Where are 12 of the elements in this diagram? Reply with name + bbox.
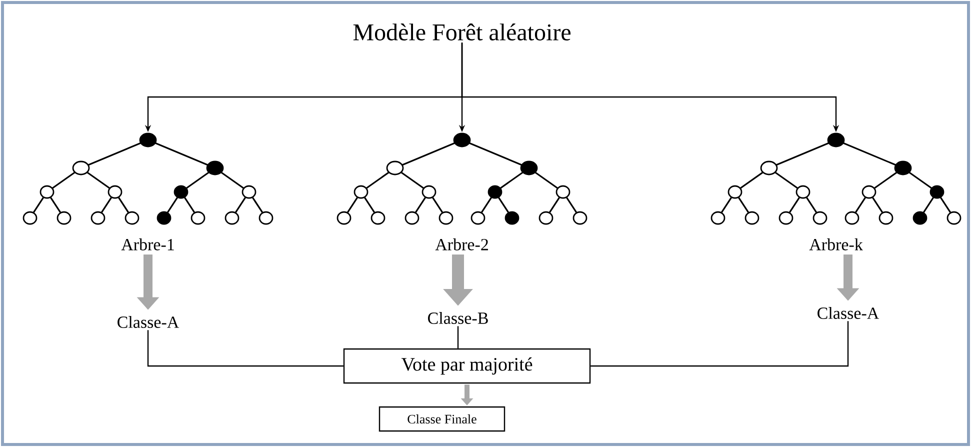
tree-label: Arbre-2 (435, 238, 488, 250)
title: Modèle Forêt aléatoire (353, 24, 570, 40)
tree-label: Arbre-k (809, 238, 863, 250)
result-box: Vote par majorité (343, 348, 591, 384)
connector-line (590, 321, 849, 367)
connector-line (147, 330, 344, 367)
result-box: Classe Finale (378, 406, 506, 432)
connector-line (457, 326, 459, 348)
tree-label: Arbre-1 (121, 238, 174, 250)
class-label: Classe-A (818, 307, 880, 319)
class-label: Classe-B (428, 312, 488, 324)
class-label: Classe-A (118, 316, 180, 328)
